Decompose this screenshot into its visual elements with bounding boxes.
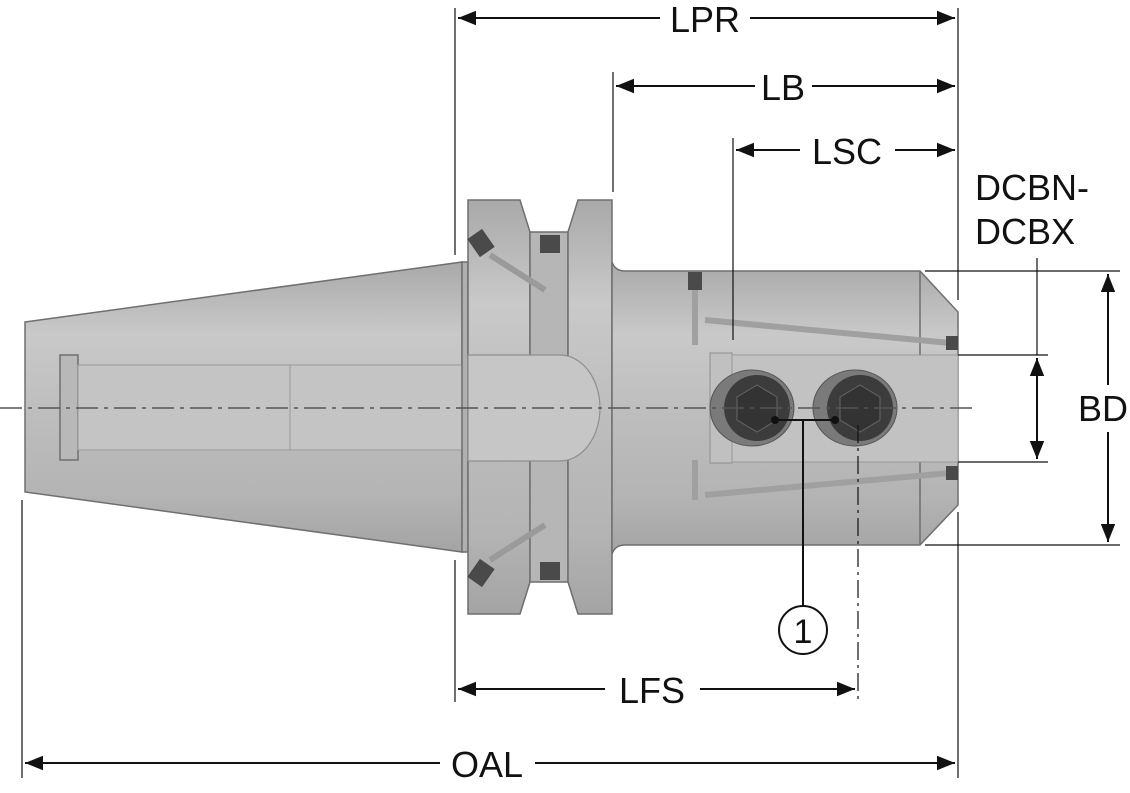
lpr-label: LPR — [670, 0, 740, 40]
dimension-lfs: LFS — [458, 670, 855, 711]
extension-lines — [21, 8, 1120, 778]
dcbx-label: DCBX — [975, 211, 1075, 252]
oal-label: OAL — [451, 744, 523, 785]
lfs-label: LFS — [619, 670, 685, 711]
dcbn-label: DCBN- — [975, 167, 1089, 208]
taper-shank — [24, 261, 464, 553]
lsc-label: LSC — [812, 131, 882, 172]
dimension-lb: LB — [616, 67, 955, 108]
dimension-dcbn-dcbx: DCBN- DCBX — [975, 167, 1089, 459]
flange — [461, 199, 613, 615]
lb-label: LB — [761, 67, 805, 108]
dimension-lpr: LPR — [458, 0, 955, 40]
callout-number: 1 — [794, 613, 813, 651]
dimension-bd: BD — [1078, 274, 1128, 542]
dimension-lsc: LSC — [736, 131, 955, 172]
bd-label: BD — [1078, 388, 1128, 429]
dimension-oal: OAL — [25, 744, 955, 785]
callout-screws: 1 — [771, 416, 839, 655]
